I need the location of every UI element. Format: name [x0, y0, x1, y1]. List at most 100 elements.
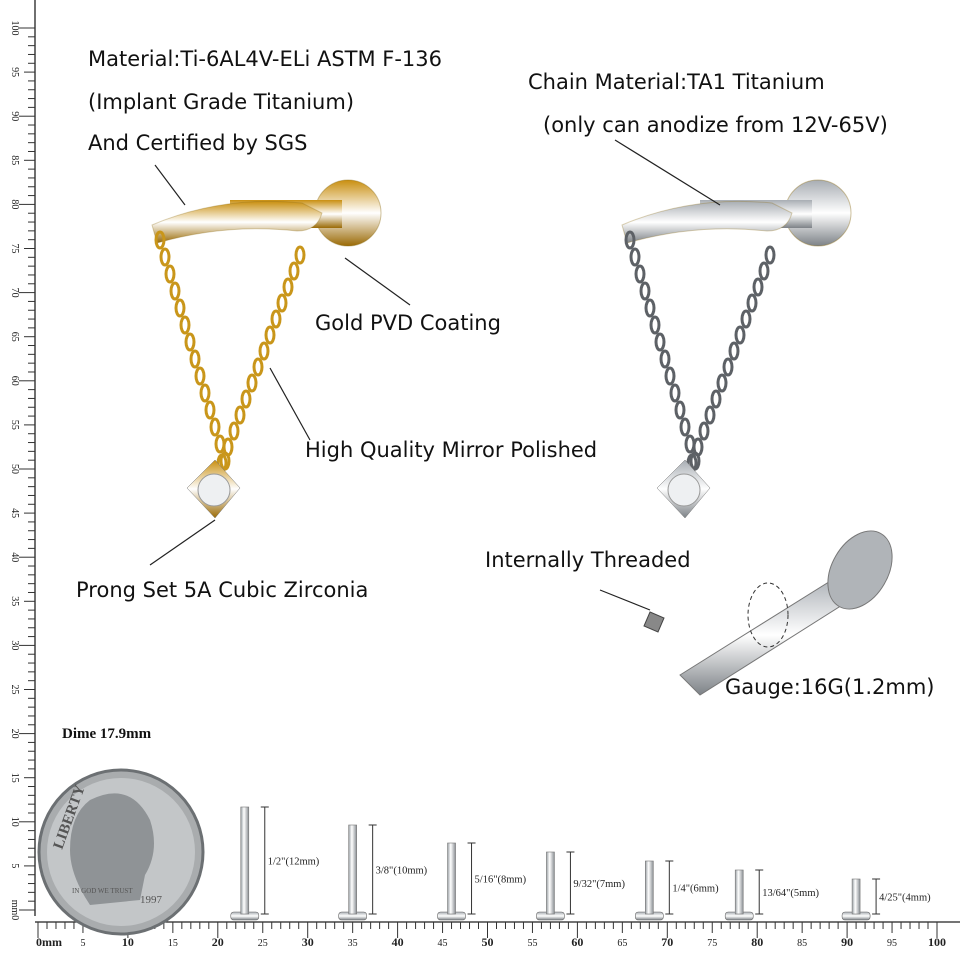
horizontal-ruler-label: 30 [302, 935, 314, 949]
vertical-ruler-label: 85 [9, 155, 20, 165]
horizontal-ruler-label: 10 [122, 935, 134, 949]
chain-link [159, 247, 171, 267]
certification-label: And Certified by SGS [88, 131, 308, 155]
dime-year-text: 1997 [140, 894, 163, 906]
chain-link [240, 389, 252, 409]
chain-link [184, 332, 196, 352]
chain-link [199, 383, 211, 403]
chain-link [264, 325, 276, 345]
chain-link [246, 373, 258, 393]
chain-link [276, 293, 288, 313]
post-shaft [546, 851, 555, 915]
chain-link [752, 277, 764, 297]
chain-link [629, 247, 641, 267]
leader-line [344, 257, 411, 306]
chain-link [704, 405, 716, 425]
chain-link [659, 349, 671, 369]
chain-link [154, 230, 166, 250]
chain-link [209, 417, 221, 437]
chain-link [179, 315, 191, 335]
chain-link [664, 366, 676, 386]
chain-link [294, 245, 306, 265]
horizontal-ruler-label: 80 [751, 935, 763, 949]
chain-link [639, 281, 651, 301]
chain-link [674, 400, 686, 420]
chain-link [288, 261, 300, 281]
horizontal-ruler-label: 15 [168, 938, 178, 949]
post-shaft [240, 806, 250, 915]
chain-link [270, 309, 282, 329]
chain-link [758, 261, 770, 281]
chain-link [252, 357, 264, 377]
chain-link [234, 405, 246, 425]
gold-earring [151, 179, 382, 519]
leader-line [599, 589, 651, 611]
chain-link [194, 366, 206, 386]
gauge-label: Gauge:16G(1.2mm) [725, 675, 935, 699]
post-shaft [645, 860, 654, 915]
vertical-ruler-label: 35 [9, 596, 20, 606]
horizontal-ruler-label: 20 [212, 935, 224, 949]
post-length-label: 3/8"(10mm) [376, 866, 428, 877]
post-length-label: 13/64"(5mm) [762, 888, 819, 899]
vertical-ruler-label: 70 [9, 288, 20, 298]
vertical-ruler-label: 20 [9, 729, 20, 739]
dime-motto-text: IN GOD WE TRUST [72, 887, 133, 895]
horizontal-ruler-label: 70 [661, 935, 673, 949]
material-label: Material:Ti-6AL4V-ELi ASTM F-136 [88, 47, 443, 71]
chain-material-label: Chain Material:TA1 Titanium [528, 70, 825, 94]
polish-label: High Quality Mirror Polished [305, 438, 598, 462]
threaded-pin [643, 611, 665, 633]
vertical-ruler-label: 60 [9, 376, 20, 386]
chain-link [669, 383, 681, 403]
leader-line [269, 367, 311, 441]
horizontal-ruler-label: 100 [928, 935, 946, 949]
thread-indicator [747, 582, 789, 648]
horizontal-ruler-label: 0mm [36, 935, 62, 949]
chain-link [624, 230, 636, 250]
post-length-label: 1/2"(12mm) [268, 857, 320, 868]
chain-link [258, 341, 270, 361]
cubic-zirconia [667, 473, 701, 507]
silver-earring [621, 179, 852, 519]
horizontal-ruler-label: 90 [841, 935, 853, 949]
vertical-ruler-label: 90 [9, 111, 20, 121]
anodize-label: (only can anodize from 12V-65V) [543, 113, 888, 137]
horizontal-ruler-label: 85 [797, 938, 807, 949]
chain-link [734, 325, 746, 345]
chain-link [654, 332, 666, 352]
dime-caption: Dime 17.9mm [62, 726, 152, 742]
chain-link [644, 298, 656, 318]
curved-bar [151, 200, 323, 244]
horizontal-ruler-label: 60 [571, 935, 583, 949]
horizontal-ruler-label: 45 [438, 938, 448, 949]
vertical-ruler-label: 100 [9, 21, 20, 36]
horizontal-ruler-label: 40 [392, 935, 404, 949]
post-shaft [348, 824, 357, 915]
chain-link [164, 264, 176, 284]
horizontal-ruler-label: 65 [617, 938, 627, 949]
chain-link [189, 349, 201, 369]
post-length-label: 9/32"(7mm) [573, 879, 625, 890]
thread-label: Internally Threaded [485, 548, 691, 572]
chain-link [228, 421, 240, 441]
chain-link [746, 293, 758, 313]
curved-bar [621, 200, 793, 244]
post-shaft [851, 878, 861, 915]
vertical-ruler-label: 10 [9, 817, 20, 827]
chain-link [174, 298, 186, 318]
post-length-label: 1/4"(6mm) [672, 884, 719, 895]
horizontal-ruler-label: 35 [348, 938, 358, 949]
horizontal-ruler-label: 25 [258, 938, 268, 949]
chain-link [716, 373, 728, 393]
dime-portrait [70, 793, 154, 905]
labret-disc [827, 530, 893, 610]
horizontal-ruler-label: 75 [707, 938, 717, 949]
vertical-ruler-label: 15 [9, 773, 20, 783]
leader-line [154, 164, 186, 206]
chain-link [169, 281, 181, 301]
vertical-ruler-label: 65 [9, 332, 20, 342]
vertical-ruler-label: 55 [9, 420, 20, 430]
chain-link [282, 277, 294, 297]
